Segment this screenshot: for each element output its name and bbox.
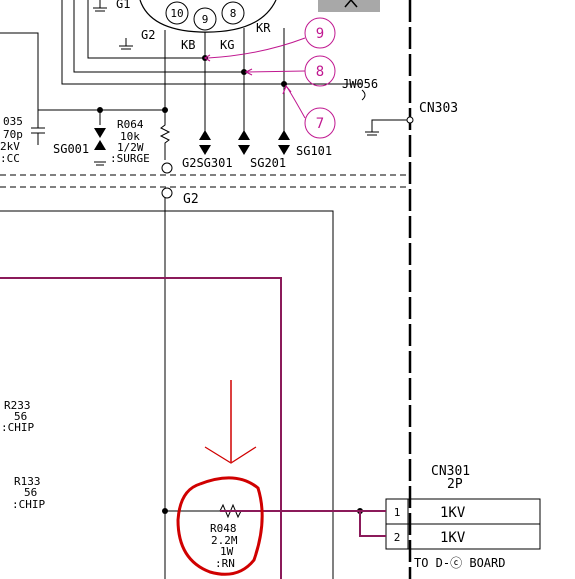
crt-pin-8: 8 <box>230 7 237 20</box>
callout-7: 7 <box>316 116 324 132</box>
cn301-pin1-label: 1KV <box>440 505 466 521</box>
r133-type: :CHIP <box>12 498 45 511</box>
warning-symbol <box>318 0 380 12</box>
crt-pin-g1-label: G1 <box>116 0 130 11</box>
g2-sg301-label: G2SG301 <box>182 156 233 170</box>
sg001-label: SG001 <box>53 142 89 156</box>
cn301-pin2-number: 2 <box>394 531 401 544</box>
wiring <box>0 0 541 579</box>
r064-ref: R064 <box>117 118 144 131</box>
jw056-label: JW056 <box>342 77 378 91</box>
crt-socket: 10 9 8 G1 G2 KR KB KG <box>116 0 277 52</box>
callouts <box>203 17 336 139</box>
c035-ref: 035 <box>3 115 23 128</box>
c035-value: 70p <box>3 128 23 141</box>
cn303-label: CN303 <box>419 101 458 116</box>
r233-ref: R233 <box>4 399 31 412</box>
crt-pin-kb-label: KB <box>181 38 195 52</box>
r233-value: 56 <box>14 410 27 423</box>
red-annotation <box>176 380 264 576</box>
crt-pin-kg-label: KG <box>220 38 234 52</box>
r064-value: 10k <box>120 130 140 143</box>
c035-voltage: 2kV <box>0 140 20 153</box>
hv-trace <box>0 277 386 579</box>
cn301-destination: TO D-ⓒ BOARD <box>414 556 505 570</box>
crt-pin-10: 10 <box>170 7 183 20</box>
callout-8: 8 <box>316 64 324 80</box>
crt-pin-9: 9 <box>202 13 209 26</box>
cn301-pin1-number: 1 <box>394 506 401 519</box>
g2-connector-label: G2 <box>183 192 199 207</box>
r048-wattage: 1W <box>220 545 234 558</box>
cn301-name: CN301 <box>431 464 470 479</box>
crt-pin-g2-label: G2 <box>141 28 155 42</box>
r133-value: 56 <box>24 486 37 499</box>
cn301-pin-count: 2P <box>447 477 463 492</box>
r133-ref: R133 <box>14 475 41 488</box>
sg101-label: SG101 <box>296 144 332 158</box>
r233-type: :CHIP <box>1 421 34 434</box>
crt-pin-kr-label: KR <box>256 21 271 35</box>
c035-type: :CC <box>0 152 20 165</box>
sg201-label: SG201 <box>250 156 286 170</box>
callout-9: 9 <box>316 26 324 42</box>
cn301-pin2-label: 1KV <box>440 530 466 546</box>
junction-dots <box>97 55 414 514</box>
r064-wattage: 1/2W <box>117 141 144 154</box>
r064-type: :SURGE <box>110 152 150 165</box>
r048-value: 2.2M <box>211 534 238 547</box>
r048-ref: R048 <box>210 522 237 535</box>
spark-gaps <box>94 128 290 166</box>
r048-type: :RN <box>215 557 235 570</box>
